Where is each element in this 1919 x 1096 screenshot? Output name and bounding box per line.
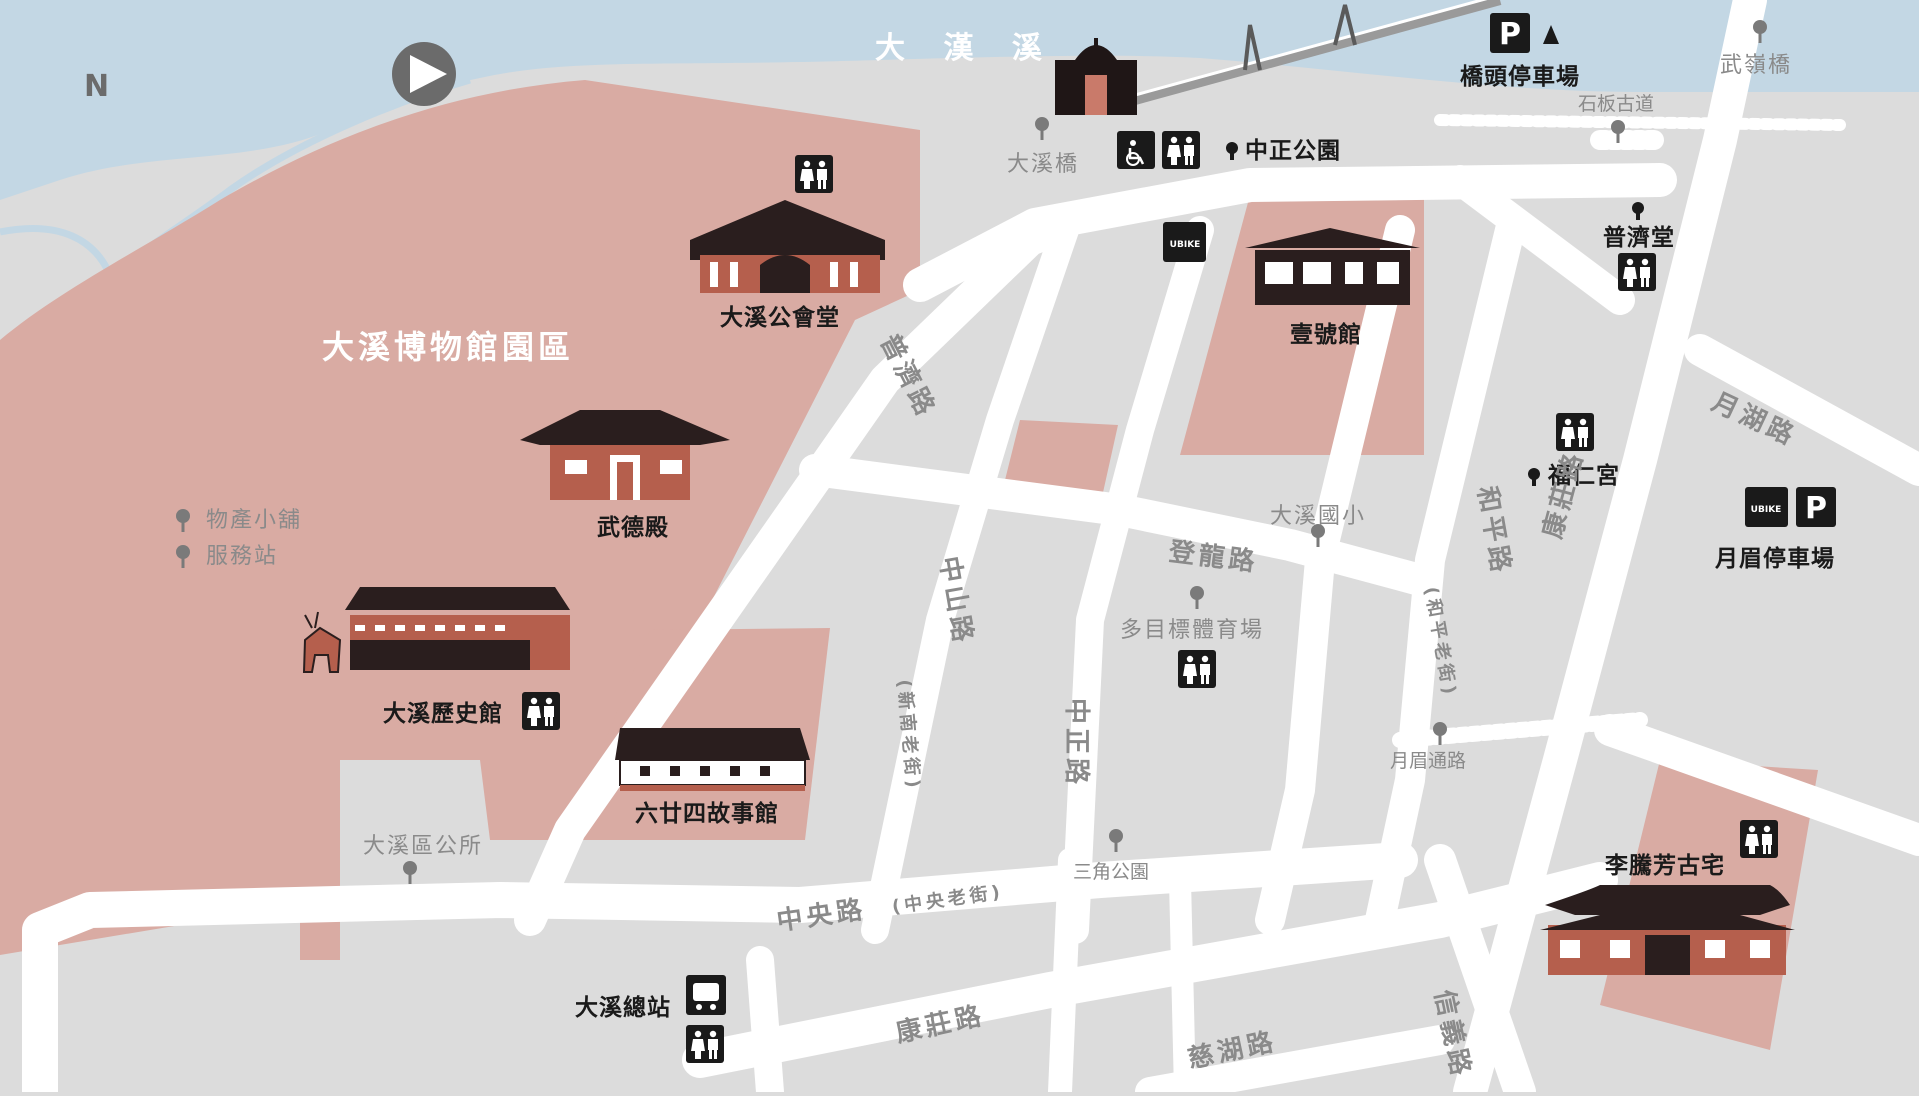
- house-one-label: 壹號館: [1290, 321, 1362, 348]
- wuling-bridge-label: 武嶺橋: [1720, 53, 1792, 78]
- district-office-label: 大溪區公所: [363, 834, 483, 859]
- bus-icon: [686, 975, 726, 1015]
- bridge: [1133, 0, 1502, 105]
- heping-road-label: 和平路: [1471, 484, 1517, 578]
- li-tengfang-residence-label: 李騰芳古宅: [1605, 852, 1725, 879]
- wude-hall-icon: [520, 410, 730, 500]
- location-pin-icon: [1528, 468, 1540, 486]
- furen-temple-label: 福仁宮: [1547, 462, 1620, 489]
- ubike-icon: UBIKE: [1745, 487, 1788, 527]
- museum-zone: [0, 80, 920, 960]
- parking-icon: P: [1796, 487, 1836, 527]
- sixty-four-story-house-icon: [615, 728, 810, 791]
- sixty-four-story-house-label: 六廿四故事館: [635, 800, 779, 827]
- daxi-bridge-label: 大溪橋: [1007, 152, 1079, 177]
- road-network: [22, 0, 1919, 1096]
- zhongzheng-park-label: 中正公園: [1245, 138, 1341, 164]
- parking-icon: P: [1490, 13, 1530, 53]
- ubike-icon: UBIKE: [1163, 222, 1206, 262]
- restroom-icon: [1740, 820, 1778, 858]
- yuemei-parking-label: 月眉停車場: [1714, 545, 1835, 572]
- zhongzheng-road-label: 中正路: [1061, 698, 1092, 788]
- daxi-history-museum-icon: [345, 587, 570, 670]
- daxi-history-museum-label: 大溪歷史館: [383, 700, 503, 727]
- house-one-icon: [1245, 228, 1420, 305]
- restroom-icon: [522, 692, 560, 730]
- shiban-trail-label: 石板古道: [1578, 93, 1654, 115]
- location-pin-icon: [1226, 142, 1238, 160]
- river-label: 大 漢 溪: [875, 31, 1056, 66]
- daxi-public-hall-label: 大溪公會堂: [720, 304, 840, 331]
- wude-hall-label: 武德殿: [597, 514, 669, 541]
- svg-text:UBIKE: UBIKE: [1170, 240, 1201, 250]
- bridge-gate-icon: [1055, 38, 1137, 115]
- restroom-icon: [1556, 413, 1594, 451]
- map-pin-icon: [1035, 117, 1049, 140]
- river-area: [0, 0, 1919, 200]
- yuemei-road-label: 月眉通路: [1390, 750, 1466, 772]
- puji-temple-label: 普濟堂: [1603, 224, 1675, 251]
- triangle-icon: [1543, 25, 1559, 44]
- daxi-elementary-label: 大溪國小: [1270, 504, 1366, 529]
- map-pin-icon: [403, 861, 417, 884]
- map-pin-icon: [1190, 586, 1204, 609]
- deer-icon: [302, 611, 342, 673]
- restroom-icon: [1618, 253, 1656, 291]
- restroom-icon: [1162, 131, 1200, 169]
- map-pin-icon: [1109, 829, 1123, 852]
- triangle-park-label: 三角公園: [1073, 861, 1149, 883]
- restroom-icon: [1178, 650, 1216, 688]
- restroom-icon: [795, 155, 833, 193]
- play-arrow-icon: [392, 42, 456, 106]
- location-pin-icon: [1632, 202, 1644, 220]
- svg-text:P: P: [1499, 17, 1521, 52]
- north-label: N: [84, 69, 109, 104]
- museum-zone-label: 大溪博物館園區: [322, 328, 574, 366]
- li-tengfang-residence-icon: [1540, 885, 1795, 975]
- service-station-label: 服務站: [206, 544, 278, 569]
- bridge-head-parking-label: 橋頭停車場: [1460, 63, 1580, 90]
- svg-text:P: P: [1805, 491, 1827, 526]
- svg-text:UBIKE: UBIKE: [1751, 505, 1782, 515]
- daxi-public-hall-icon: [690, 200, 885, 293]
- sports-arena-label: 多目標體育場: [1120, 618, 1264, 643]
- kangzhuang-vertical-label: 康莊路: [1537, 447, 1590, 542]
- accessible-icon: [1117, 131, 1155, 169]
- souvenir-shop-label: 物產小舖: [206, 508, 302, 533]
- bus-station-label: 大溪總站: [575, 994, 671, 1021]
- restroom-icon: [686, 1025, 724, 1063]
